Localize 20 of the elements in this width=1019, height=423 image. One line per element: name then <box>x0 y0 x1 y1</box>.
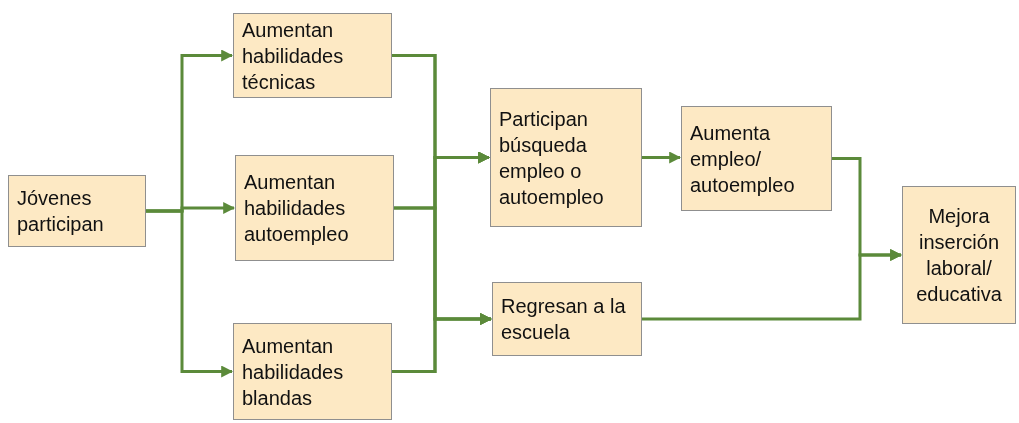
process-box <box>233 323 392 420</box>
process-box <box>490 88 642 227</box>
process-box <box>492 282 642 356</box>
box-label: Aumentan habilidades blandas <box>242 333 345 411</box>
box-label: Participan búsqueda empleo o autoempleo <box>499 106 605 210</box>
box-label: Aumenta empleo/ autoempleo <box>690 120 796 198</box>
arrow <box>642 151 682 164</box>
arrow <box>146 209 234 378</box>
process-box <box>681 106 832 211</box>
box-label: Mejora inserción laboral/ educativa <box>915 204 1003 307</box>
box-label: Jóvenes participan <box>17 186 105 237</box>
process-box <box>902 186 1016 324</box>
arrow <box>392 313 493 373</box>
box-label: Aumentan habilidades técnicas <box>242 17 345 95</box>
process-box <box>233 13 392 98</box>
box-label: Regresan a la escuela <box>501 294 627 345</box>
arrow <box>642 249 903 321</box>
box-label: Aumentan habilidades autoempleo <box>244 170 350 247</box>
process-box <box>235 155 394 261</box>
process-box <box>8 175 146 247</box>
